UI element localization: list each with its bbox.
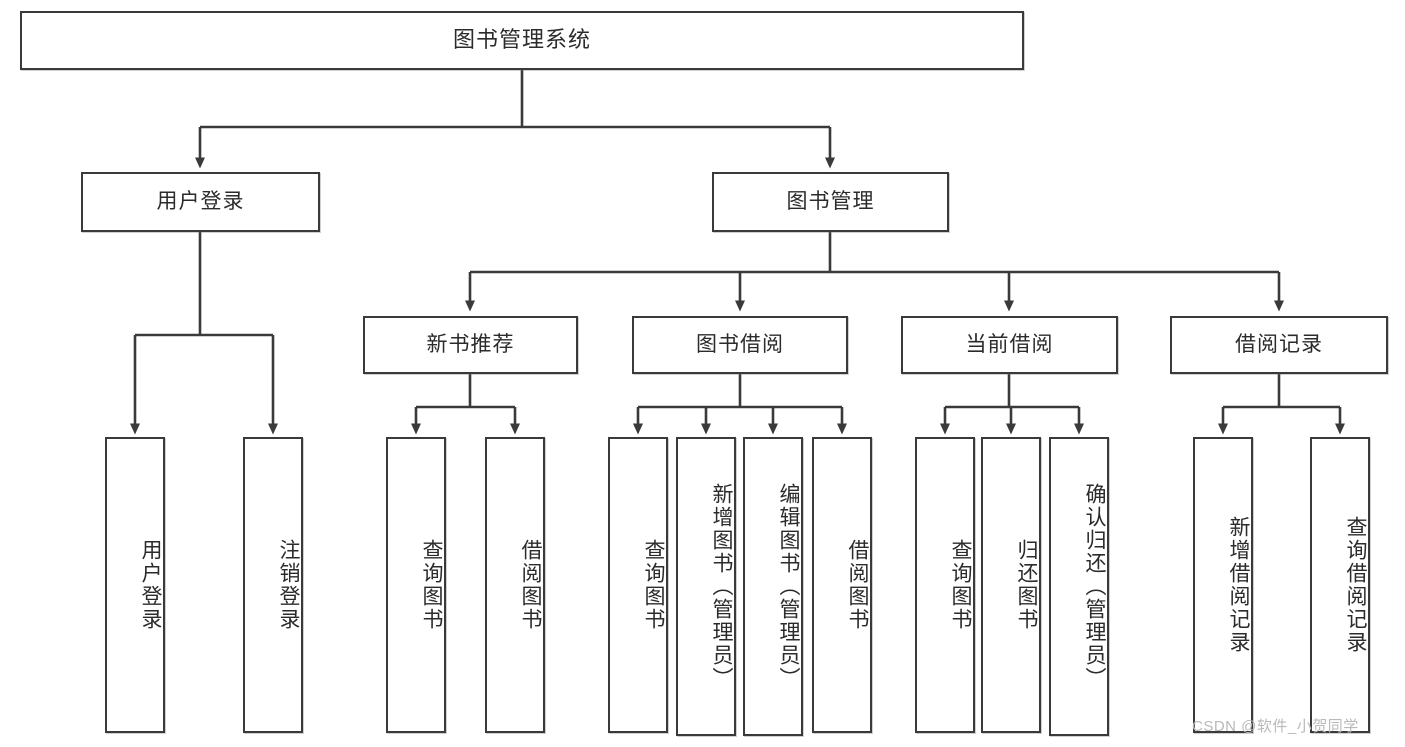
leaf-current-query-book[interactable]: 查询图书 xyxy=(915,437,975,733)
node-label: 图书管理系统 xyxy=(452,27,591,53)
leaf-borrow-query-book[interactable]: 查询图书 xyxy=(608,437,668,733)
node-label: 注销登录 xyxy=(277,539,300,631)
leaf-user-login-logout[interactable]: 注销登录 xyxy=(243,437,303,733)
node-label: 图书管理 xyxy=(786,190,875,214)
leaf-borrow-borrow-book[interactable]: 借阅图书 xyxy=(812,437,872,733)
node-label: 用户登录 xyxy=(139,539,162,631)
node-label: 借阅图书 xyxy=(846,539,869,631)
leaf-recommend-borrow-book[interactable]: 借阅图书 xyxy=(485,437,545,733)
leaf-record-query-record[interactable]: 查询借阅记录 xyxy=(1310,437,1370,733)
node-label: 用户登录 xyxy=(156,190,245,214)
node-label: 查询借阅记录 xyxy=(1344,516,1367,654)
leaf-borrow-edit-book-admin[interactable]: 编辑图书（管理员） xyxy=(743,437,803,736)
node-label: 归还图书 xyxy=(1015,539,1038,631)
node-book-management[interactable]: 图书管理 xyxy=(712,172,949,232)
node-label: 新增图书（管理员） xyxy=(710,483,733,690)
node-label: 确认归还（管理员） xyxy=(1083,483,1106,690)
leaf-borrow-add-book-admin[interactable]: 新增图书（管理员） xyxy=(676,437,736,736)
node-root-book-management-system[interactable]: 图书管理系统 xyxy=(20,11,1024,70)
node-current-borrow[interactable]: 当前借阅 xyxy=(901,316,1118,374)
leaf-user-login-login[interactable]: 用户登录 xyxy=(105,437,165,733)
node-label: 编辑图书（管理员） xyxy=(777,483,800,690)
node-label: 新增借阅记录 xyxy=(1227,516,1250,654)
node-label: 借阅记录 xyxy=(1235,333,1323,357)
node-label: 查询图书 xyxy=(642,539,665,631)
leaf-recommend-query-book[interactable]: 查询图书 xyxy=(386,437,446,733)
node-label: 图书借阅 xyxy=(696,333,784,357)
node-label: 借阅图书 xyxy=(519,539,542,631)
node-user-login[interactable]: 用户登录 xyxy=(81,172,320,232)
node-book-borrow[interactable]: 图书借阅 xyxy=(632,316,848,374)
leaf-record-add-record[interactable]: 新增借阅记录 xyxy=(1193,437,1253,733)
leaf-current-confirm-return-admin[interactable]: 确认归还（管理员） xyxy=(1049,437,1109,736)
node-new-book-recommend[interactable]: 新书推荐 xyxy=(363,316,578,374)
csdn-watermark: CSDN @软件_小贺同学 xyxy=(1192,718,1359,735)
node-label: 查询图书 xyxy=(949,539,972,631)
leaf-current-return-book[interactable]: 归还图书 xyxy=(981,437,1041,733)
node-label: 当前借阅 xyxy=(965,333,1054,357)
node-label: 新书推荐 xyxy=(426,333,515,357)
node-label: 查询图书 xyxy=(420,539,443,631)
node-borrow-record[interactable]: 借阅记录 xyxy=(1170,316,1388,374)
